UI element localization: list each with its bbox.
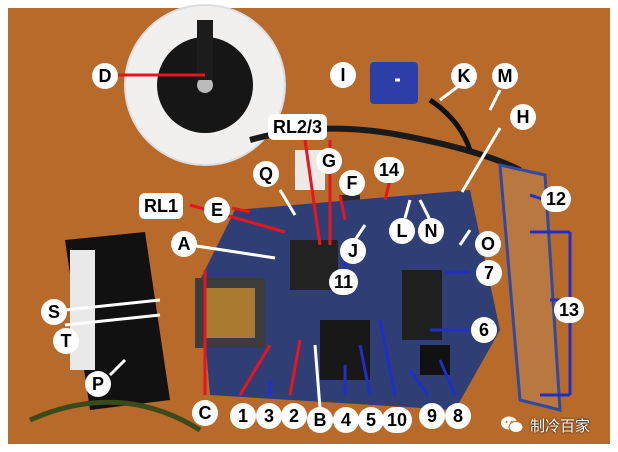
label-N: N xyxy=(418,218,444,244)
label-4: 4 xyxy=(333,407,359,433)
label-3: 3 xyxy=(256,403,282,429)
wechat-icon xyxy=(501,416,524,433)
label-6: 6 xyxy=(471,317,497,343)
label-E: E xyxy=(204,197,230,223)
label-S: S xyxy=(41,299,67,325)
label-I: I xyxy=(330,62,356,88)
label-T: T xyxy=(53,328,79,354)
label-11: 11 xyxy=(329,269,359,295)
label-RL2-3: RL2/3 xyxy=(268,114,328,140)
label-RL1: RL1 xyxy=(139,193,184,219)
label-9: 9 xyxy=(419,403,445,429)
label-G: G xyxy=(316,148,342,174)
label-A: A xyxy=(171,231,197,257)
label-10: 10 xyxy=(382,407,413,433)
label-Q: Q xyxy=(253,161,279,187)
label-12: 12 xyxy=(541,186,572,212)
stepper-motor xyxy=(370,62,418,104)
label-5: 5 xyxy=(358,407,384,433)
label-K: K xyxy=(451,63,477,89)
label-2: 2 xyxy=(281,403,307,429)
label-14: 14 xyxy=(374,157,405,183)
label-F: F xyxy=(339,170,365,196)
microcontroller xyxy=(402,270,442,340)
label-13: 13 xyxy=(554,297,585,323)
display-panel xyxy=(498,163,562,412)
label-P: P xyxy=(85,371,111,397)
label-8: 8 xyxy=(445,403,471,429)
label-C: C xyxy=(192,400,218,426)
label-H: H xyxy=(510,104,536,130)
label-L: L xyxy=(389,218,415,244)
label-J: J xyxy=(340,238,366,264)
label-O: O xyxy=(475,231,501,257)
label-D: D xyxy=(92,63,118,89)
label-B: B xyxy=(307,407,333,433)
label-M: M xyxy=(492,63,518,89)
watermark-text: 制冷百家 xyxy=(530,417,591,435)
label-1: 1 xyxy=(230,403,256,429)
label-7: 7 xyxy=(476,260,502,286)
watermark: 制冷百家 xyxy=(500,412,590,438)
